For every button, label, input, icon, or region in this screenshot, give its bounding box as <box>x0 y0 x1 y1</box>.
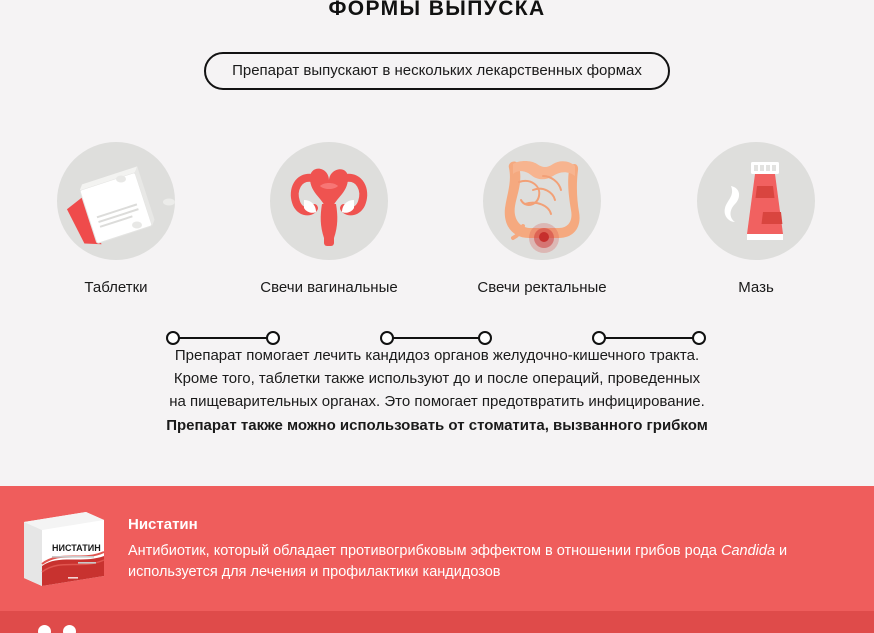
dosage-form-icon-circle <box>57 142 175 260</box>
dosage-form-rectal-suppositories: Свечи ректальные <box>442 142 642 297</box>
dosage-forms-row: Таблетки Свечи вагинальные <box>0 142 874 345</box>
dosage-form-icon-circle <box>697 142 815 260</box>
product-thumbnail: НИСТАТИН <box>12 506 116 592</box>
next-card-strip <box>0 611 874 633</box>
connector-node-1 <box>166 331 180 345</box>
page-title: ФОРМЫ ВЫПУСКА <box>328 0 546 20</box>
dosage-form-ointment: Мазь <box>656 142 856 297</box>
product-description-italic: Candida <box>721 542 776 559</box>
dosage-form-label: Таблетки <box>84 279 148 296</box>
product-banner-text: Нистатин Антибиотик, который обладает пр… <box>128 515 874 583</box>
ointment-tube-icon <box>724 162 783 240</box>
dosage-form-icon-circle <box>270 142 388 260</box>
product-description: Антибиотик, который обладает противогриб… <box>128 541 854 583</box>
product-description-part-2: и используется для лечения и профилактик… <box>128 542 788 580</box>
body-line-2: Кроме того, таблетки также используют до… <box>173 370 701 387</box>
connector-line-3 <box>598 337 698 339</box>
tablets-blister-icon <box>66 166 175 245</box>
dosage-form-icon-circle <box>483 142 601 260</box>
dosage-form-tablets: Таблетки <box>16 142 216 297</box>
body-copy: Препарат помогает лечить кандидоз органо… <box>0 344 874 437</box>
product-banner: НИСТАТИН Нистатин Антибиотик, который об… <box>0 486 874 611</box>
dosage-form-label: Мазь <box>738 279 774 296</box>
product-name: Нистатин <box>128 515 198 533</box>
body-line-1: Препарат помогает лечить кандидоз органо… <box>174 347 700 364</box>
connector-line-2 <box>386 337 488 339</box>
connector-node-6 <box>692 331 706 345</box>
nystatin-box-icon: НИСТАТИН <box>24 511 105 586</box>
uterus-icon <box>290 168 368 246</box>
intestine-icon <box>504 161 580 253</box>
connector-node-3 <box>380 331 394 345</box>
callout-container: Препарат выпускают в нескольких лекарств… <box>0 52 874 90</box>
dosage-form-label: Свечи ректальные <box>477 279 607 296</box>
connector-node-5 <box>592 331 606 345</box>
callout-pill: Препарат выпускают в нескольких лекарств… <box>204 52 670 90</box>
next-card-thumbnail-hint-1 <box>38 625 51 633</box>
connector-node-4 <box>478 331 492 345</box>
dosage-form-vaginal-suppositories: Свечи вагинальные <box>229 142 429 297</box>
body-emphasis-line: Препарат также можно использовать от сто… <box>166 417 708 434</box>
nystatin-box-label: НИСТАТИН <box>52 543 101 553</box>
connector-node-2 <box>266 331 280 345</box>
dosage-form-label: Свечи вагинальные <box>260 279 398 296</box>
next-card-thumbnail-hint-2 <box>63 625 76 633</box>
connector-line-1 <box>172 337 277 339</box>
product-description-part-1: Антибиотик, который обладает противогриб… <box>128 542 722 559</box>
body-line-3: на пищеварительных органах. Это помогает… <box>169 393 705 410</box>
